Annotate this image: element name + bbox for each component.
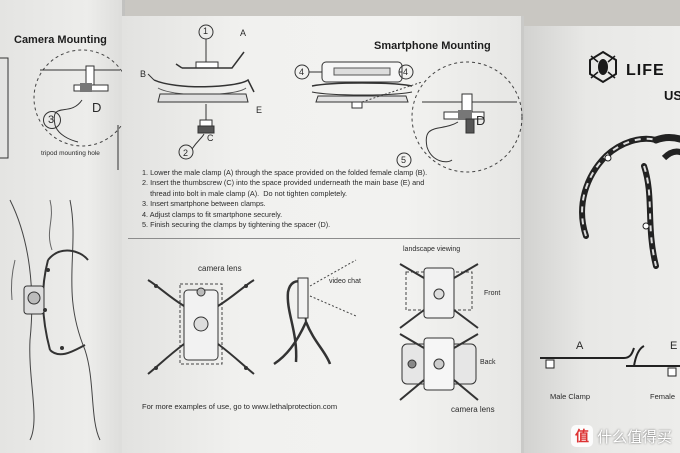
- label-d: D: [476, 113, 486, 128]
- step-2: 2. Insert the thumbscrew (C) into the sp…: [142, 178, 425, 188]
- label-c: C: [207, 133, 214, 143]
- callout-circle-3: [43, 111, 61, 129]
- label-4-right: 4: [403, 67, 409, 77]
- step-1: 1. Lower the male clamp (A) through the …: [142, 168, 428, 177]
- fold-line-right: [521, 16, 524, 453]
- middle-panel: Smartphone Mounting 1 A B E C 2: [122, 16, 524, 453]
- watermark-text: 什么值得买: [596, 427, 672, 446]
- camera-lens-caption-top: camera lens: [198, 264, 242, 273]
- instruction-steps: 1. Lower the male clamp (A) through the …: [142, 168, 512, 230]
- label-e: E: [256, 105, 263, 115]
- label-2: 2: [183, 148, 189, 158]
- clamp-assembly-drawing: [136, 22, 286, 157]
- mount-top-view-drawing: [138, 266, 268, 396]
- watermark: 值 什么值得买: [570, 425, 672, 447]
- tripod-mounting-hole-label: tripod mounting hole: [41, 150, 100, 157]
- section-divider: [128, 238, 520, 239]
- right-panel: LIFE US A Male Clamp E Female: [524, 26, 680, 453]
- step-4: 4. Adjust clamps to fit smartphone secur…: [142, 209, 283, 219]
- callout-letter-d: D: [92, 100, 102, 115]
- video-chat-caption: video chat: [329, 278, 361, 285]
- clamp-e-letter: E: [670, 340, 678, 352]
- back-caption: Back: [480, 359, 496, 366]
- camera-mount-callout-drawing: [0, 30, 125, 190]
- brand-subtitle: US: [664, 88, 680, 103]
- male-clamp-label: Male Clamp: [550, 392, 591, 401]
- label-b: B: [140, 69, 147, 79]
- clamp-a-letter: A: [576, 340, 584, 352]
- spider-logo-icon: [588, 50, 618, 84]
- camera-lens-caption-bottom: camera lens: [451, 405, 495, 414]
- phone-mount-drawing: [282, 52, 522, 192]
- video-chat-stand-drawing: [266, 252, 386, 372]
- front-caption: Front: [484, 290, 501, 297]
- label-5: 5: [401, 155, 407, 165]
- label-1: 1: [203, 26, 209, 36]
- label-4-left: 4: [299, 67, 305, 77]
- tree-mount-drawing: [0, 200, 125, 440]
- smartphone-mounting-heading: Smartphone Mounting: [374, 40, 491, 52]
- female-clamp-drawing: [624, 344, 680, 384]
- label-a: A: [240, 28, 247, 38]
- tripod-product-drawing: [546, 106, 680, 286]
- brand-name: LIFE: [626, 62, 665, 79]
- step-2-continued: thread into bolt in male clamp (A). Do n…: [142, 188, 348, 198]
- watermark-badge: 值: [570, 425, 593, 447]
- left-panel: Camera Mounting D 3 tripod mounting hole: [0, 0, 125, 453]
- landscape-viewing-caption: landscape viewing: [403, 246, 461, 253]
- footer-url-text: For more examples of use, go to www.leth…: [142, 402, 338, 411]
- male-clamp-drawing: [538, 346, 638, 376]
- step-3: 3. Insert smartphone between clamps.: [142, 199, 266, 209]
- step-5: 5. Finish securing the clamps by tighten…: [142, 220, 331, 230]
- landscape-back-drawing: [394, 328, 484, 408]
- landscape-front-drawing: [394, 258, 484, 338]
- camera-mounting-heading: Camera Mounting: [14, 34, 107, 46]
- female-label: Female: [650, 392, 676, 401]
